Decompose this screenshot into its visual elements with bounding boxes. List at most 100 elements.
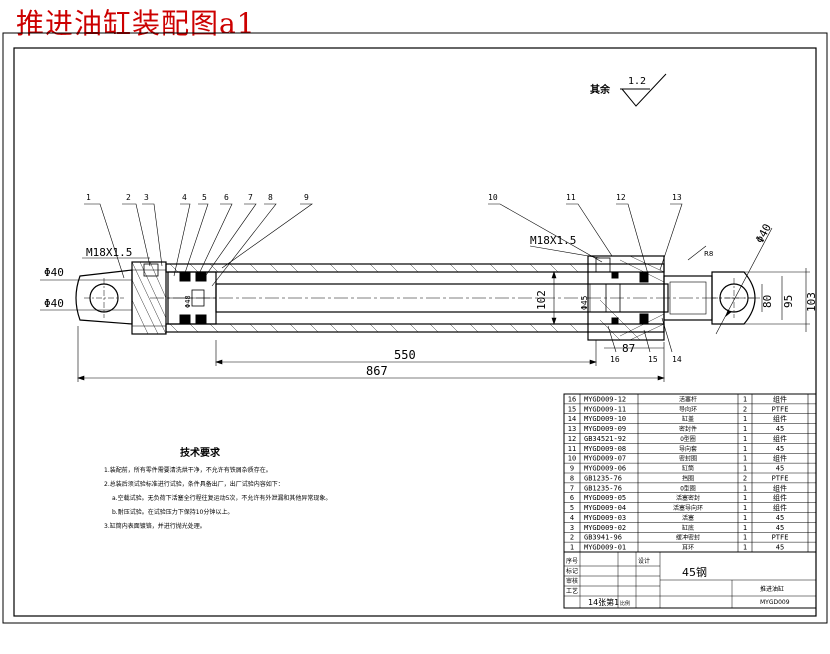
parts-cell-name: 缓冲密封 — [676, 534, 700, 542]
parts-cell-name: 活塞 — [682, 514, 694, 522]
callout-6: 6 — [224, 193, 229, 202]
parts-cell-no: 3 — [570, 524, 574, 532]
parts-cell-material: PTFE — [772, 534, 789, 542]
dim-103: 103 — [805, 292, 818, 312]
parts-cell-name: 密封圈 — [679, 455, 697, 463]
parts-cell-no: 14 — [568, 415, 576, 423]
tb-row-b: 审核 — [566, 577, 578, 585]
callout-2: 2 — [126, 193, 131, 202]
parts-cell-qty: 1 — [743, 455, 747, 463]
parts-cell-code: MYGD009-05 — [584, 494, 626, 502]
parts-cell-name: 缸盖 — [682, 415, 694, 423]
callout-3: 3 — [144, 193, 149, 202]
dim-87: 87 — [622, 342, 635, 355]
parts-cell-no: 4 — [570, 514, 574, 522]
parts-cell-name: 导向套 — [679, 445, 697, 453]
parts-cell-qty: 1 — [743, 415, 747, 423]
parts-cell-material: 组件 — [773, 493, 787, 502]
callout-15: 15 — [648, 355, 658, 364]
roughness-label: 其余 — [590, 83, 611, 96]
parts-cell-qty: 1 — [743, 524, 747, 532]
callout-leaders — [84, 203, 683, 353]
parts-cell-material: 45 — [776, 445, 784, 453]
drawing-frame — [2, 32, 828, 624]
tb-drawing-no: 14张第1 — [588, 597, 619, 607]
dim-dia-40-upper: Φ40 — [44, 266, 64, 279]
dim-piston-dia: Φ48 — [184, 295, 192, 308]
parts-cell-name: 挡圈 — [682, 474, 694, 482]
parts-cell-qty: 2 — [743, 405, 747, 413]
parts-cell-no: 15 — [568, 405, 576, 413]
tech-item-1: 1.装配前，所有零件需要清洗烘干净，不允许有铁屑杂质存在。 — [104, 466, 272, 474]
parts-cell-no: 1 — [570, 544, 574, 552]
dim-thread-left: M18X1.5 — [86, 246, 132, 259]
parts-cell-code: MYGD009-06 — [584, 465, 626, 473]
dim-95: 95 — [782, 295, 795, 308]
dim-550: 550 — [394, 348, 416, 362]
parts-cell-material: 组件 — [773, 483, 787, 492]
parts-cell-code: GB3941-96 — [584, 534, 622, 542]
dim-thread-right: M18X1.5 — [530, 234, 576, 247]
parts-cell-code: MYGD009-12 — [584, 395, 626, 403]
parts-cell-name: 缸底 — [682, 524, 694, 532]
parts-cell-material: 45 — [776, 514, 784, 522]
parts-cell-name: O型圈 — [680, 435, 696, 443]
border-frame — [13, 47, 817, 617]
parts-cell-code: MYGD009-01 — [584, 544, 626, 552]
parts-cell-material: 组件 — [773, 414, 787, 423]
parts-cell-qty: 1 — [743, 484, 747, 492]
dimension-lines — [40, 227, 810, 382]
parts-cell-material: 组件 — [773, 503, 787, 512]
tb-header-label: 序号 — [566, 557, 578, 565]
parts-cell-material: PTFE — [772, 474, 789, 482]
parts-cell-no: 12 — [568, 435, 576, 443]
tb-part-name: 推进油缸 — [760, 585, 784, 593]
tb-scale-label: 比例 — [620, 600, 630, 607]
tb-row-a: 标记 — [566, 567, 578, 575]
parts-cell-no: 9 — [570, 465, 574, 473]
parts-cell-code: MYGD009-10 — [584, 415, 626, 423]
piston-rod — [150, 283, 760, 313]
parts-cell-material: 45 — [776, 524, 784, 532]
parts-cell-code: MYGD009-11 — [584, 405, 626, 413]
callout-numbers: 1 2 3 4 5 6 7 8 9 10 11 12 13 16 15 14 — [86, 193, 682, 364]
parts-cell-qty: 1 — [743, 534, 747, 542]
parts-cell-qty: 1 — [743, 435, 747, 443]
callout-12: 12 — [616, 193, 626, 202]
title-block: 序号 设计 标记 审核 工艺 45钢 推进油缸 14张第1 比例 MYGD009 — [563, 551, 817, 609]
callout-1: 1 — [86, 193, 91, 202]
parts-cell-qty: 1 — [743, 425, 747, 433]
parts-cell-no: 13 — [568, 425, 576, 433]
parts-cell-name: 活塞密封 — [676, 494, 700, 502]
parts-cell-material: 组件 — [773, 434, 787, 443]
parts-cell-code: MYGD009-03 — [584, 514, 626, 522]
cylinder-section-view — [75, 255, 760, 341]
tech-requirements: 技术要求 1.装配前，所有零件需要清洗烘干净，不允许有铁屑杂质存在。 2.总装后… — [104, 446, 331, 530]
parts-cell-code: MYGD009-09 — [584, 425, 626, 433]
parts-cell-no: 2 — [570, 534, 574, 542]
parts-cell-no: 8 — [570, 474, 574, 482]
callout-8: 8 — [268, 193, 273, 202]
parts-cell-no: 6 — [570, 494, 574, 502]
tech-item-4: b.耐压试验。在试验压力下保持10分钟以上。 — [112, 508, 233, 516]
callout-7: 7 — [248, 193, 253, 202]
parts-cell-material: 45 — [776, 465, 784, 473]
parts-cell-qty: 2 — [743, 474, 747, 482]
dim-rod-dia: Φ45 — [580, 295, 589, 310]
page-title: 推进油缸装配图a1 — [16, 7, 256, 40]
parts-cell-material: PTFE — [772, 405, 789, 413]
parts-cell-name: 活塞杆 — [679, 395, 697, 403]
dim-80: 80 — [761, 295, 774, 308]
tech-heading: 技术要求 — [180, 446, 221, 459]
tech-item-5: 3.缸筒内表面镀铬，并进行抛光处理。 — [104, 522, 206, 530]
tech-item-3: a.空载试验。无负荷下活塞全行程往复运动5次，不允许有外泄漏和其他异常现象。 — [112, 494, 331, 502]
parts-cell-name: O型圈 — [680, 484, 696, 492]
parts-cell-qty: 1 — [743, 514, 747, 522]
parts-cell-no: 5 — [570, 504, 574, 512]
callout-14: 14 — [672, 355, 682, 364]
parts-cell-qty: 1 — [743, 395, 747, 403]
parts-cell-name: 导向环 — [679, 405, 697, 413]
dim-dia-40-lower: Φ40 — [44, 297, 64, 310]
dim-102: 102 — [535, 290, 548, 310]
